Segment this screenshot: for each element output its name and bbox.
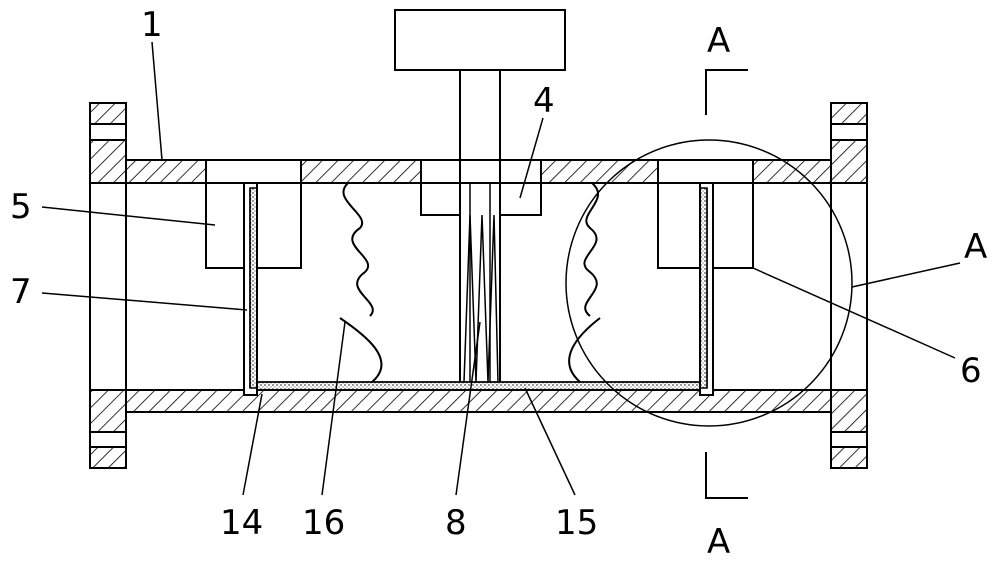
center-blocks [420, 182, 542, 216]
detail-circle [565, 139, 853, 427]
label-14: 14 [220, 503, 263, 543]
right-flange [830, 102, 868, 469]
label-1: 1 [141, 5, 163, 45]
label-6: 6 [960, 351, 982, 391]
right-plate [699, 182, 714, 396]
left-plate [243, 182, 258, 396]
left-bellows [339, 182, 383, 383]
label-8: 8 [445, 503, 467, 543]
right-bellows [568, 182, 601, 383]
left-flange [89, 102, 127, 469]
leader-lines [41, 41, 961, 496]
section-marks [705, 69, 748, 499]
label-section-a-bottom: A [707, 522, 730, 562]
bottom-seal [256, 381, 701, 391]
label-7: 7 [10, 272, 32, 312]
actuator [394, 9, 566, 184]
label-5: 5 [10, 187, 32, 227]
label-detail-a: A [964, 227, 987, 267]
label-section-a-top: A [707, 21, 730, 61]
label-4: 4 [533, 81, 555, 121]
label-16: 16 [302, 503, 345, 543]
central-spring-stem [459, 183, 501, 383]
label-15: 15 [555, 503, 598, 543]
